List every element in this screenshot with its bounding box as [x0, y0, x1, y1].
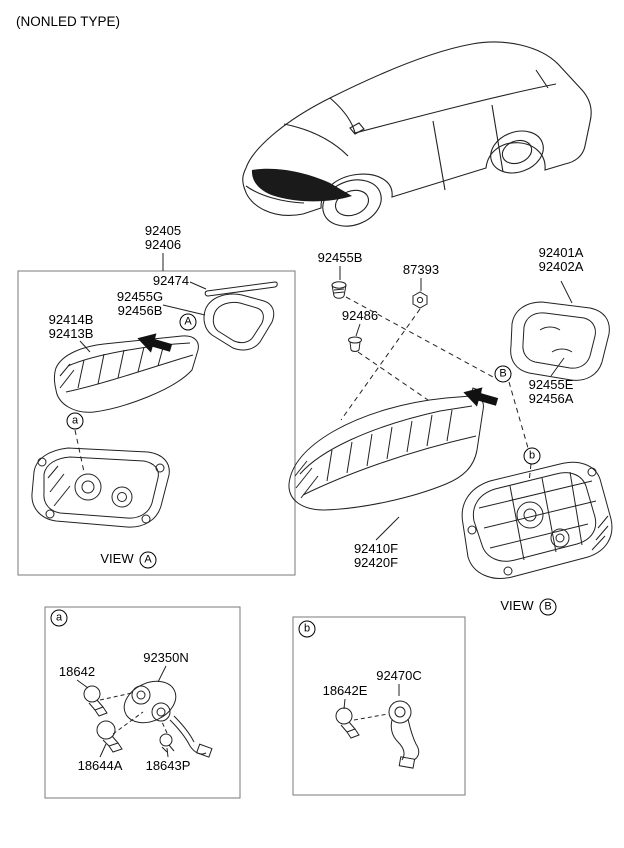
- label-pad-inner: 92455G 92456B: [117, 290, 163, 318]
- direction-arrow-a: [137, 333, 173, 353]
- bulb-18644A-drawing: [96, 720, 123, 753]
- marker-b-detail-box: b: [298, 620, 316, 638]
- leader-lines: [76, 253, 573, 758]
- part-number: 92405: [144, 223, 182, 238]
- assembly-dashed-lines: [74, 296, 532, 483]
- detail-a-dashed-leaders: [99, 692, 168, 735]
- inner-lamp-section-box: [17, 270, 296, 576]
- nut-drawing: [412, 291, 428, 309]
- car-illustration: [242, 41, 592, 227]
- label-rear-lamp-outer: 92401A 92402A: [539, 246, 584, 274]
- part-number: 92455E: [528, 377, 574, 392]
- detail-box-b: [292, 616, 466, 796]
- part-number: 92410F: [353, 541, 399, 556]
- part-number: 92402A: [538, 259, 584, 274]
- marker-A-callout: A: [179, 313, 197, 331]
- label-bulb-18644A: 18644A: [77, 758, 123, 773]
- part-number: 92414B: [48, 312, 94, 327]
- outer-lamp-drawing: [288, 387, 484, 511]
- marker-a-callout: a: [66, 412, 84, 430]
- part-number: 92406: [144, 237, 182, 252]
- detail-b-dashed-leader: [353, 713, 389, 721]
- label-pad-outer: 92455E 92456A: [529, 378, 574, 406]
- label-bulb-18642: 18642: [58, 664, 96, 679]
- inner-lamp-lens-drawing: [54, 335, 199, 413]
- type-label: (NONLED TYPE): [16, 14, 121, 29]
- label-nut: 87393: [402, 262, 440, 277]
- bulb-18642E-drawing: [335, 707, 360, 739]
- label-bulb-18643P: 18643P: [145, 758, 191, 773]
- bulb-18643P-drawing: [159, 733, 175, 753]
- inner-lamp-back-drawing: [31, 447, 170, 528]
- direction-arrow-b: [463, 387, 499, 407]
- part-number: 92401A: [538, 245, 584, 260]
- marker-B-callout: B: [494, 365, 512, 383]
- view-b-label: VIEW: [500, 598, 534, 613]
- pad-inner-drawing: [203, 293, 275, 351]
- screw-drawing: [331, 281, 347, 299]
- socket-assembly-a-drawing: [123, 680, 213, 758]
- label-bulb-18642E: 18642E: [322, 683, 368, 698]
- part-number: 92413B: [48, 326, 94, 341]
- front-lamp-shading: [251, 168, 352, 202]
- label-lamp-outer-assy: 92410F 92420F: [354, 542, 398, 570]
- label-socket-92470C: 92470C: [376, 668, 422, 683]
- strip-drawing: [204, 281, 278, 297]
- label-socket-92350N: 92350N: [143, 650, 189, 665]
- marker-a-detail-box: a: [50, 609, 68, 627]
- socket-assembly-b-drawing: [388, 700, 420, 769]
- label-rear-lamp-inner: 92405 92406: [145, 224, 181, 252]
- grommet-drawing: [348, 336, 362, 352]
- label-lamp-inner-alt: 92414B 92413B: [49, 313, 94, 341]
- bulb-18642-drawing: [83, 685, 108, 717]
- marker-b-callout: b: [523, 447, 541, 465]
- view-a-label: VIEW: [100, 551, 134, 566]
- label-strip: 92474: [152, 273, 190, 288]
- part-number: 92456A: [528, 391, 574, 406]
- label-screw: 92455B: [317, 250, 363, 265]
- label-grommet: 92486: [341, 308, 379, 323]
- view-b-marker: B: [539, 598, 557, 616]
- part-number: 92455G: [116, 289, 164, 304]
- outer-lamp-back-drawing: [461, 461, 613, 579]
- part-number: 92420F: [353, 555, 399, 570]
- part-number: 92456B: [117, 303, 163, 318]
- pad-outer-drawing: [510, 301, 610, 381]
- detail-box-a: [44, 606, 241, 799]
- view-a-marker: A: [139, 551, 157, 569]
